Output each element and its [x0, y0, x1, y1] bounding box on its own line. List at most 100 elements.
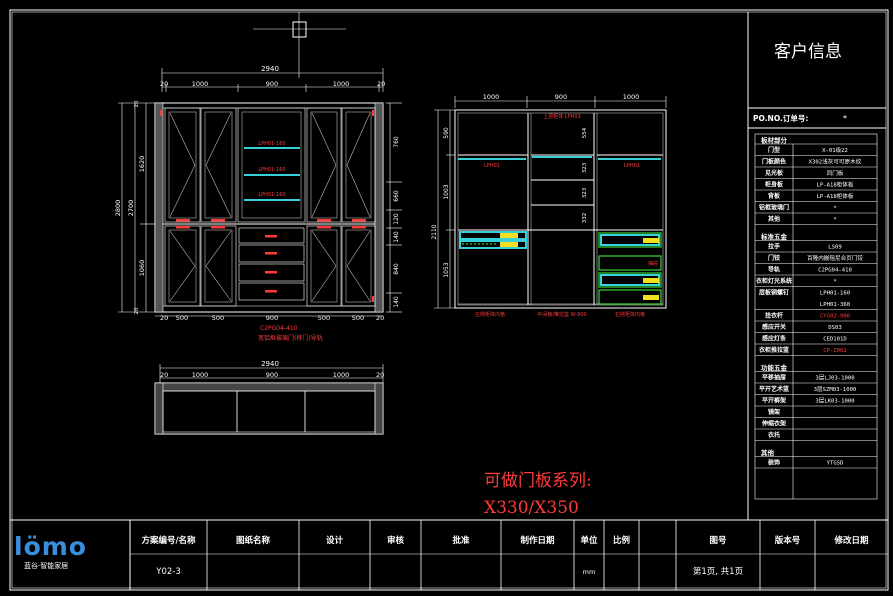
elevation-total-width: 2940 — [261, 65, 279, 73]
info-value-hardware-1: 百隆内嵌阻尼合页门铰 — [807, 254, 863, 262]
shelf-label-2: LPH01-160 — [258, 167, 285, 173]
info-key-board-0: 门型 — [768, 146, 780, 154]
drawing-border — [9, 9, 889, 591]
elevation-note-2: 宽铝框玻璃门(移门)导轨 — [258, 334, 323, 342]
interior-top-dim-3: 1000 — [623, 93, 640, 101]
info-value-func-2: 3层LK03-1000 — [815, 398, 854, 405]
info-value-hardware-2: C2PG04-410 — [818, 268, 852, 274]
info-key-func-5: 衣托 — [768, 431, 780, 439]
info-value-hardware-4-1: LPH01-360 — [820, 302, 850, 308]
elevation-top-dim-3: 900 — [266, 80, 278, 88]
info-key-func-2: 平开裤架 — [762, 397, 786, 405]
interior-left-dim-3: 2110 — [431, 224, 438, 239]
info-key-board-4: 背板 — [768, 192, 781, 200]
info-key-board-1: 门板颜色 — [762, 158, 786, 166]
interior-rail-label-left: LPH01 — [484, 163, 500, 169]
info-section-other: 其他 — [761, 448, 775, 457]
elevation-right-dim-1: 760 — [393, 136, 400, 148]
title-block-header-10: 修改日期 — [833, 535, 869, 546]
elevation-top-dim-1: 20 — [160, 80, 168, 88]
plan-view: 2940 20 1000 900 1000 20 — [154, 360, 384, 435]
interior-view: 1000 900 1000 590 1003 2110 1053 LPH01 L — [431, 93, 667, 318]
info-key-board-3: 柜身板 — [764, 181, 784, 189]
elevation-lower-height: 1060 — [138, 260, 146, 277]
info-value-hardware-5: CYG02-900 — [820, 314, 850, 320]
info-key-board-2: 见光板 — [765, 169, 784, 177]
interior-bottom-note-1: 左侧柜体内格 — [475, 311, 505, 318]
title-block-header-3: 审核 — [387, 535, 405, 546]
plan-dim-2: 1000 — [192, 371, 209, 379]
elevation-edge-dim-top: 20 — [134, 100, 140, 107]
info-key-func-3: 镜架 — [768, 408, 780, 416]
info-value-hardware-0: LS09 — [828, 245, 841, 251]
info-key-func-0: 平移抽屉 — [762, 374, 786, 382]
plan-dim-5: 20 — [376, 371, 384, 379]
info-key-hardware-4: 层板铜螺钉 — [759, 289, 789, 297]
info-key-hardware-6: 感应开关 — [762, 323, 786, 331]
elevation-bottom-dim-2: 500 — [176, 314, 188, 322]
info-section-board: 板材部分 — [761, 136, 788, 145]
info-value-board-4: LP-A18柜体板 — [817, 192, 854, 200]
interior-top-dim-1: 1000 — [483, 93, 500, 101]
elevation-bottom-dim-4: 900 — [266, 314, 278, 322]
info-key-hardware-3: 衣柜灯光系统 — [756, 277, 792, 285]
interior-top-dim-2: 900 — [555, 93, 567, 101]
plan-dim-4: 1000 — [333, 371, 350, 379]
info-key-hardware-2: 导轨 — [768, 266, 780, 274]
elevation-top-dim-4: 1000 — [333, 80, 350, 88]
title-block-value-0: Y02-3 — [155, 567, 180, 577]
po-label: PO.NO.订单号: — [753, 113, 808, 123]
info-value-func-0: 3层LJ03-1000 — [815, 375, 854, 382]
info-key-board-6: 其他 — [768, 215, 780, 223]
interior-bottom-note-3: 右侧柜体内格 — [615, 311, 645, 318]
title-block-header-0: 方案编号/名称 — [141, 535, 196, 546]
info-key-hardware-8: 衣柜推拉篮 — [759, 346, 789, 354]
elevation-upper-height: 1620 — [138, 156, 146, 173]
info-value-other-0: YTGSD — [827, 461, 844, 467]
info-key-func-1: 平开艺术篮 — [759, 385, 789, 393]
info-value-hardware-4-0: LPH01-160 — [820, 291, 850, 297]
interior-drawer-note: 抽屉 — [648, 260, 658, 267]
title-block-header-2: 设计 — [326, 535, 344, 546]
elevation-total-height: 2800 — [114, 200, 122, 217]
front-elevation: 2940 20 1000 900 1000 20 2800 2700 1620 … — [114, 65, 402, 342]
crosshair-cursor-icon — [253, 12, 346, 78]
info-value-board-5: * — [833, 206, 836, 212]
title-block-header-8: 图号 — [709, 536, 727, 546]
info-value-board-0: X-01级22 — [822, 146, 848, 154]
interior-mid-dim-4: 332 — [582, 213, 588, 224]
title-block-header-6: 单位 — [580, 535, 598, 546]
title-block-header-5: 制作日期 — [520, 535, 555, 546]
plan-dim-1: 20 — [160, 371, 168, 379]
title-block-header-4: 批准 — [452, 535, 470, 546]
title-block-header-7: 比例 — [613, 535, 631, 546]
info-value-board-3: LP-A18柜体板 — [817, 181, 854, 189]
info-section-func: 功能五金 — [761, 363, 788, 372]
info-key-board-5: 铝框玻璃门 — [759, 204, 789, 212]
info-key-other-0: 装饰 — [767, 459, 780, 467]
info-key-hardware-1: 门铰 — [768, 254, 780, 262]
interior-mid-dim-1: 554 — [582, 127, 588, 138]
plan-dim-3: 900 — [266, 371, 278, 379]
interior-bottom-note-2: 中间格/推拉篮 W-900 — [537, 311, 586, 318]
shelf-label-1: LPH01-160 — [258, 141, 285, 147]
door-series-value: X330/X350 — [484, 498, 579, 518]
info-section-hardware: 标准五金 — [760, 232, 788, 241]
elevation-right-dim-3: 120 — [393, 213, 400, 225]
info-key-hardware-5: 挂衣杆 — [765, 312, 783, 320]
title-block-value-6: mm — [583, 568, 596, 576]
info-value-board-6: * — [833, 217, 836, 223]
interior-left-dim-2: 1003 — [443, 184, 450, 199]
elevation-edge-dim-bottom: 20 — [134, 307, 140, 314]
title-block-value-8: 第1页, 共1页 — [693, 566, 743, 577]
elevation-right-dim-6: 140 — [393, 296, 400, 308]
elevation-top-dim-2: 1000 — [192, 80, 209, 88]
interior-left-dim-1: 590 — [443, 127, 450, 139]
info-panel-title: 客户信息 — [774, 42, 842, 62]
interior-left-dim-4: 1053 — [443, 262, 450, 277]
brand-logo: lömo 蓝谷·智能家居 — [14, 532, 86, 570]
info-value-board-2: 同门板 — [827, 169, 844, 177]
info-key-hardware-0: 拉手 — [768, 243, 780, 251]
title-block-columns: 方案编号/名称Y02-3图纸名称设计审核批准制作日期单位mm比例图号第1页, 共… — [141, 520, 869, 590]
